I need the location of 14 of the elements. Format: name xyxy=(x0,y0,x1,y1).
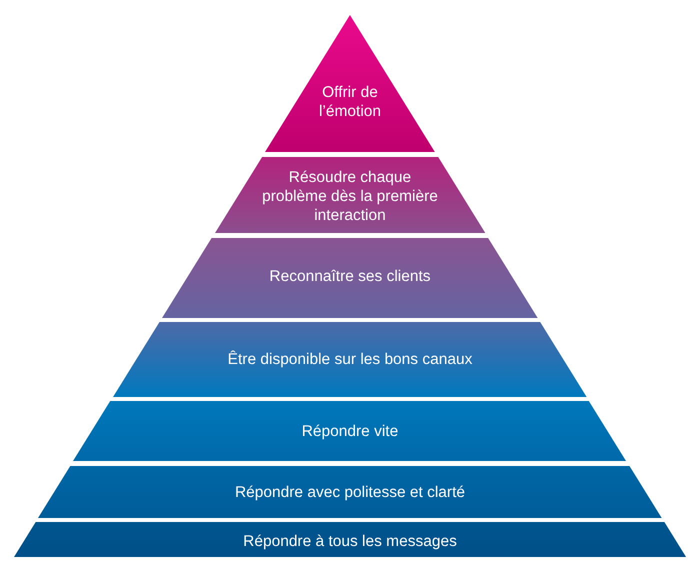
tier-label: Répondre avec politesse et clarté xyxy=(234,482,466,502)
pyramid-tier xyxy=(14,522,686,557)
tier-label: Résoudre chaque problème dès la première interaction xyxy=(261,168,439,224)
tier-label: Répondre à tous les messages xyxy=(243,532,457,551)
pyramid-tier xyxy=(73,401,626,461)
pyramid-tier xyxy=(162,238,538,318)
tier-label: Être disponible sur les bons canaux xyxy=(228,350,472,369)
pyramid-tier xyxy=(38,466,662,518)
tier-label: Reconnaître ses clients xyxy=(269,266,431,286)
pyramid-tier xyxy=(113,322,587,397)
tier-label: Répondre vite xyxy=(302,422,398,440)
pyramid-tier xyxy=(214,157,486,233)
tier-label: Offrir de l’émotion xyxy=(318,82,382,120)
pyramid-tier xyxy=(265,15,435,152)
